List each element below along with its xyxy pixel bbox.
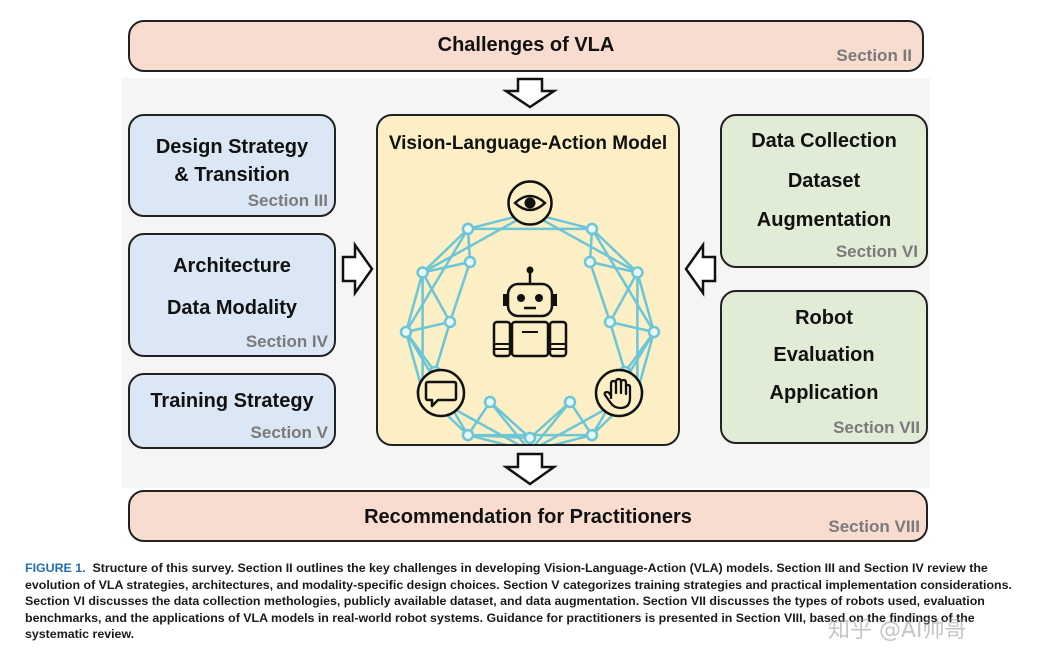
challenges-box: Challenges of VLA Section II: [128, 20, 924, 72]
network-node: [461, 222, 475, 236]
section-label: Section VIII: [828, 517, 920, 536]
network-edge: [467, 433, 531, 440]
network-node: [585, 222, 599, 236]
watermark: 知乎 @AI帅哥: [828, 618, 967, 643]
robot-icon: [492, 266, 568, 358]
diagram: Challenges of VLA Section II Design Stra…: [128, 20, 928, 542]
network-edge: [421, 228, 469, 274]
box-line: Augmentation: [756, 209, 892, 231]
outline-arrow-icon: [501, 77, 559, 109]
box-line: Data Collection: [751, 130, 897, 152]
network-edge: [404, 228, 470, 333]
outline-arrow-icon: [684, 241, 717, 297]
section-label: Section III: [247, 191, 328, 210]
network-edge: [404, 331, 437, 373]
network-edge: [608, 271, 639, 323]
network-node: [583, 255, 597, 269]
network-edge: [591, 228, 639, 274]
network-edge: [422, 260, 471, 274]
network-edge: [489, 401, 526, 444]
network-node: [416, 266, 429, 279]
network-edge: [467, 433, 508, 444]
network-edge: [589, 260, 638, 274]
network-edge: [421, 271, 452, 323]
section-label: Section VI: [835, 242, 918, 261]
network-edge: [448, 261, 472, 323]
eye-icon: [507, 180, 553, 226]
network-edge: [466, 401, 492, 436]
figure-label: FIGURE 1.: [25, 561, 86, 575]
network-node: [563, 395, 577, 409]
box-line: Data Modality: [166, 297, 298, 319]
chat-bubble-icon: [416, 368, 466, 418]
challenges-title: Challenges of VLA: [437, 34, 615, 56]
box-line: Application: [769, 382, 879, 404]
recommendation-box: Recommendation for Practitioners Section…: [128, 490, 928, 542]
network-node: [603, 315, 617, 329]
section-label: Section VII: [833, 418, 920, 437]
network-edge: [609, 320, 655, 334]
figure-caption: FIGURE 1. Structure of this survey. Sect…: [25, 560, 1025, 643]
box-line: Training Strategy: [150, 390, 314, 412]
network-node: [585, 428, 599, 442]
section-label: Section IV: [245, 332, 328, 351]
section-label: Section II: [836, 46, 912, 65]
outline-arrow-icon: [502, 452, 558, 486]
hand-icon: [594, 368, 644, 418]
network-edge: [529, 211, 638, 274]
design-strategy-box: Design Strategy & Transition Section III: [128, 114, 336, 217]
caption-lead: Structure of this survey.: [92, 561, 235, 575]
box-line: Evaluation: [773, 344, 875, 366]
network-node: [631, 266, 644, 279]
network-edge: [433, 321, 452, 373]
network-edge: [552, 433, 593, 444]
network-edge: [405, 320, 451, 334]
network-edge: [404, 272, 424, 333]
network-edge: [623, 331, 656, 373]
network-node: [461, 428, 475, 442]
network-edge: [588, 261, 612, 323]
section-label: Section V: [250, 423, 328, 442]
outline-arrow-icon: [341, 241, 374, 297]
architecture-box: Architecture Data Modality Section IV: [128, 233, 336, 357]
robot-evaluation-box: Robot Evaluation Application Section VII: [720, 290, 928, 444]
data-collection-box: Data Collection Dataset Augmentation Sec…: [720, 114, 928, 268]
training-strategy-box: Training Strategy Section V: [128, 373, 336, 449]
network-node: [399, 325, 413, 339]
network-edge: [568, 401, 594, 436]
network-edge: [529, 401, 571, 439]
recommendation-title: Recommendation for Practitioners: [364, 506, 692, 528]
network-edge: [534, 401, 571, 444]
box-line: & Transition: [174, 164, 290, 186]
network-node: [647, 325, 661, 339]
network-node: [483, 395, 497, 409]
caption-body: Section II outlines the key challenges i…: [25, 561, 1012, 641]
network-node: [523, 431, 537, 444]
box-line: Dataset: [787, 170, 861, 192]
vla-model-title: Vision-Language-Action Model: [388, 133, 668, 154]
vla-model-box: Vision-Language-Action Model: [376, 114, 680, 446]
box-line: Design Strategy: [155, 136, 309, 158]
box-line: Architecture: [173, 255, 291, 277]
network-edge: [636, 272, 656, 333]
network-edge: [422, 211, 531, 274]
network-node: [463, 255, 477, 269]
network-node: [443, 315, 457, 329]
network-edge: [489, 401, 531, 439]
network-edge: [608, 321, 627, 373]
network-edge: [590, 228, 656, 333]
box-line: Robot: [795, 307, 853, 329]
